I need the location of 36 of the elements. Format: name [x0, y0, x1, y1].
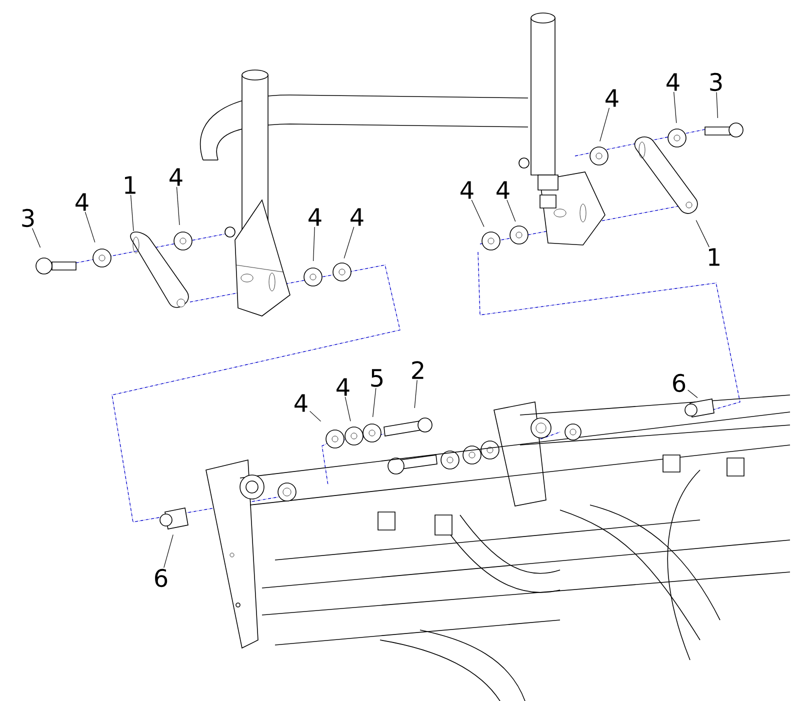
leader-line — [164, 534, 174, 568]
callout-number: 4 — [350, 208, 364, 226]
leader-line — [344, 226, 354, 259]
callout-number: 4 — [496, 181, 510, 199]
leader-line — [344, 396, 351, 422]
callout-number: 3 — [22, 208, 34, 228]
leader-line — [32, 228, 41, 248]
leader-line — [372, 388, 376, 418]
leader-line — [310, 410, 322, 422]
callout-number: 4 — [308, 208, 322, 226]
leader-line — [313, 226, 315, 262]
callout-number: 4 — [336, 378, 350, 396]
callout-number: 1 — [125, 176, 136, 194]
leader-line — [506, 200, 516, 222]
callout-number: 4 — [76, 193, 88, 211]
leader-line — [176, 186, 180, 226]
callout-number: 5 — [371, 369, 383, 387]
leader-line — [674, 92, 677, 124]
callout-number: 6 — [155, 568, 168, 588]
callout-number: 4 — [460, 181, 474, 199]
callout-number: 6 — [673, 374, 686, 392]
leader-line — [600, 108, 610, 142]
leader-line — [414, 380, 418, 408]
callout-number: 4 — [666, 73, 680, 91]
callout-number: 3 — [710, 72, 722, 92]
callout-number: 4 — [606, 89, 618, 107]
leader-line — [716, 92, 718, 118]
leader-line — [84, 212, 96, 243]
leader-line — [130, 194, 134, 232]
callout-number: 2 — [412, 361, 424, 379]
leader-line — [471, 200, 484, 227]
callout-number: 1 — [709, 248, 720, 266]
leader-line — [696, 220, 710, 248]
callout-number: 4 — [294, 394, 308, 412]
leader-line — [688, 390, 698, 398]
callout-number: 4 — [170, 168, 182, 186]
